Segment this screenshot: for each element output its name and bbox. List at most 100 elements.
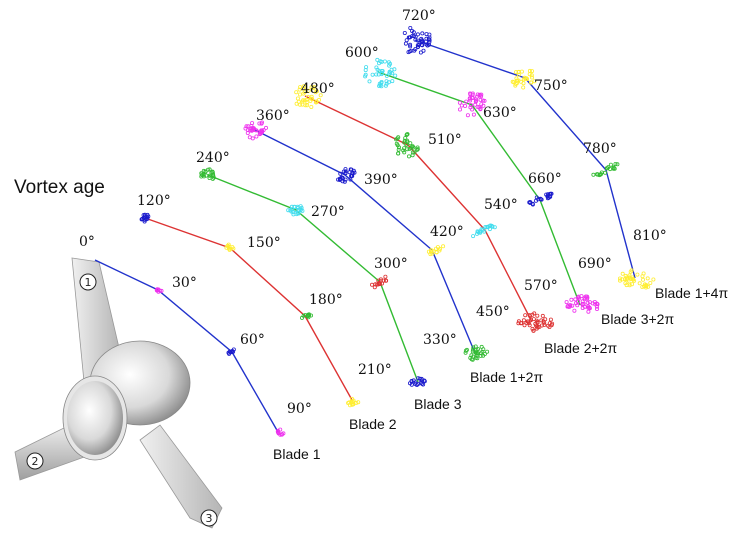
cluster-point	[618, 276, 623, 281]
cluster-point	[227, 351, 232, 356]
cluster-point	[575, 303, 580, 308]
cluster-point	[473, 97, 478, 102]
point-cluster	[346, 396, 361, 408]
cluster-point	[406, 154, 411, 159]
rotor-illustration	[14, 257, 223, 529]
cluster-point	[257, 129, 262, 134]
angle-label-810: 810°	[633, 228, 667, 244]
blade-1-marker	[79, 273, 97, 291]
cluster-point	[511, 80, 516, 85]
cluster-point	[532, 79, 537, 84]
cluster-point	[531, 317, 536, 322]
cluster-point	[348, 177, 353, 182]
cluster-point	[457, 107, 462, 112]
cluster-point	[415, 145, 420, 150]
angle-label-540: 540°	[484, 197, 518, 213]
cluster-point	[403, 41, 408, 46]
cluster-point	[579, 294, 584, 299]
cluster-point	[591, 172, 596, 177]
cluster-point	[401, 148, 406, 153]
cluster-point	[296, 205, 301, 210]
cluster-point	[409, 146, 414, 151]
cluster-point	[302, 98, 307, 103]
cluster-point	[542, 320, 547, 325]
point-cluster	[591, 161, 620, 178]
angle-label-270: 270°	[311, 204, 345, 220]
cluster-point	[375, 57, 380, 62]
cluster-point	[595, 172, 600, 177]
cluster-point	[519, 321, 524, 326]
cluster-point	[485, 224, 490, 229]
cluster-point	[305, 103, 310, 108]
cluster-point	[250, 136, 255, 141]
cluster-point	[516, 319, 521, 324]
blade-2-label: Blade 2	[349, 416, 397, 432]
angle-label-660: 660°	[528, 171, 562, 187]
cluster-point	[142, 212, 147, 217]
point-cluster	[527, 191, 554, 207]
cluster-point	[297, 92, 302, 97]
cluster-point	[478, 230, 483, 235]
cluster-point	[390, 79, 395, 84]
cluster-point	[402, 30, 407, 35]
angle-label-210: 210°	[358, 362, 392, 378]
cluster-point	[312, 85, 317, 90]
cluster-point	[567, 304, 572, 309]
cluster-point	[478, 97, 483, 102]
cluster-point	[343, 169, 348, 174]
point-cluster	[407, 376, 427, 387]
cluster-point	[613, 161, 618, 166]
cluster-point	[415, 32, 420, 37]
cluster-point	[627, 273, 632, 278]
cluster-point	[396, 151, 401, 156]
point-clusters	[139, 25, 656, 437]
cluster-point	[278, 432, 283, 437]
point-cluster	[275, 427, 286, 437]
cluster-point	[377, 281, 382, 286]
cluster-point	[523, 313, 528, 318]
blade-2-2pi-line	[304, 95, 533, 323]
cluster-point	[205, 167, 210, 172]
cluster-point	[531, 328, 536, 333]
cluster-point	[471, 345, 476, 350]
cluster-point	[407, 381, 412, 386]
cluster-point	[410, 150, 415, 155]
angle-label-300: 300°	[374, 256, 408, 272]
cluster-point	[415, 147, 420, 152]
cluster-point	[336, 177, 341, 182]
cluster-point	[402, 150, 407, 155]
cluster-point	[489, 223, 494, 228]
cluster-point	[386, 60, 391, 65]
cluster-point	[396, 147, 401, 152]
cluster-point	[469, 95, 474, 100]
cluster-point	[415, 43, 420, 48]
cluster-point	[405, 139, 410, 144]
cluster-point	[524, 76, 529, 81]
cluster-point	[396, 145, 401, 150]
cluster-point	[564, 300, 569, 305]
point-cluster	[457, 91, 487, 118]
cluster-point	[645, 276, 650, 281]
point-cluster	[402, 25, 432, 55]
cluster-point	[309, 105, 314, 110]
cluster-point	[580, 301, 585, 306]
cluster-point	[580, 305, 585, 310]
angle-label-570: 570°	[524, 278, 558, 294]
cluster-point	[530, 75, 535, 80]
angle-label-450: 450°	[476, 304, 510, 320]
point-cluster	[618, 268, 656, 290]
cluster-point	[403, 136, 408, 141]
angle-labels: 0° 30° 60° 90° 120° 150° 180° 210° 240° …	[79, 8, 667, 417]
cluster-point	[526, 319, 531, 324]
cluster-point	[479, 94, 484, 99]
angle-label-420: 420°	[430, 224, 464, 240]
angle-label-630: 630°	[483, 105, 517, 121]
cluster-point	[474, 231, 479, 236]
cluster-point	[635, 272, 640, 277]
point-cluster	[516, 311, 555, 333]
blade-3-line	[207, 174, 419, 383]
angle-label-120: 120°	[137, 193, 171, 209]
angle-label-30: 30°	[172, 275, 197, 291]
cluster-point	[352, 170, 357, 175]
